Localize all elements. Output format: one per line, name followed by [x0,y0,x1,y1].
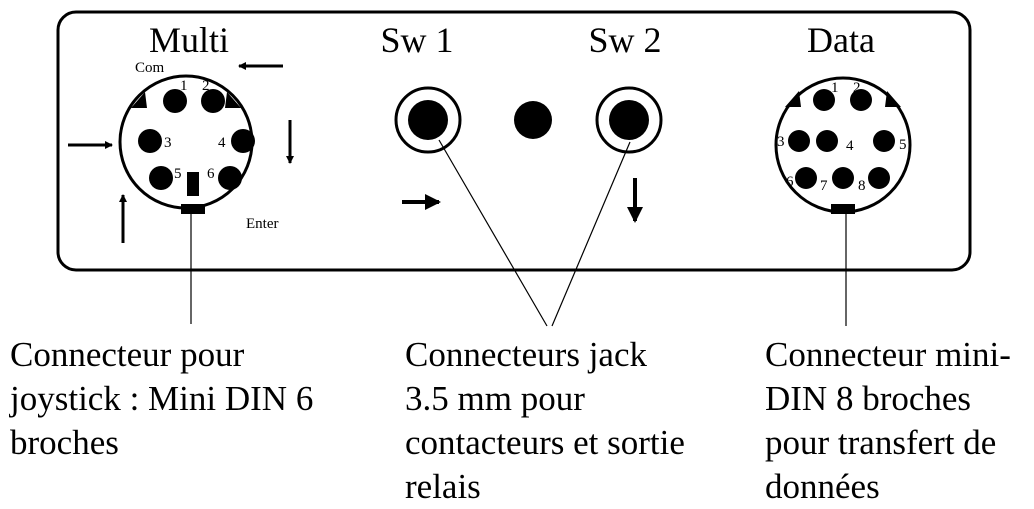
multi-pin-4 [231,129,255,153]
sw1-jack-ring [394,86,462,154]
data-pin-5 [873,130,895,152]
multi-pin-label-2: 2 [202,78,210,94]
data-pin-label-7: 7 [820,178,828,194]
data-pin-label-5: 5 [899,137,907,153]
multi-pin-2 [201,89,225,113]
data-pin-7 [832,167,854,189]
multi-key-left [131,92,147,108]
jack-connectors-callout: Connecteurs jack 3.5 mm pour contacteurs… [405,335,685,506]
data-connector-callout: Connecteur mini- DIN 8 broches pour tran… [765,335,1011,506]
sw2-title: Sw 2 [588,20,661,60]
data-pin-label-4: 4 [846,138,854,154]
data-key-left [785,91,801,107]
data-pin-4 [816,130,838,152]
multi-com-label: Com [135,60,165,76]
multi-title: Multi [149,20,229,60]
multi-pin-label-1: 1 [180,78,188,94]
multi-pin-5 [149,166,173,190]
data-pin-3 [788,130,810,152]
data-pin-label-6: 6 [786,174,794,190]
data-pin-label-2: 2 [853,80,861,96]
data-pin-1 [813,89,835,111]
sw2-leader-line [551,141,631,327]
data-key-right [885,91,901,107]
multi-pin-label-3: 3 [164,135,172,151]
data-pin-8 [868,167,890,189]
sw2-jack-hole [609,100,649,140]
multi-key-bottom [181,204,205,214]
multi-pin-3 [138,129,162,153]
sw1-leader-line [438,139,548,327]
multi-pin-1 [163,89,187,113]
data-pin-6 [795,167,817,189]
sw2-jack-ring [595,86,663,154]
multi-enter-label: Enter [246,216,278,232]
led-indicator [514,101,552,139]
multi-pin-6 [218,166,242,190]
multi-key-right [225,92,241,108]
multi-pin-label-4: 4 [218,135,226,151]
multi-key-center [187,172,199,196]
data-pin-label-1: 1 [831,80,839,96]
sw1-title: Sw 1 [380,20,453,60]
data-pin-label-8: 8 [858,178,866,194]
sw1-jack-hole [408,100,448,140]
multi-pin-label-6: 6 [207,166,215,182]
joystick-connector-callout: Connecteur pour joystick : Mini DIN 6 br… [10,335,314,462]
data-pin-2 [850,89,872,111]
data-title: Data [807,20,875,60]
data-pin-label-3: 3 [777,134,785,150]
data-key-bottom [831,204,855,214]
multi-pin-label-5: 5 [174,166,182,182]
